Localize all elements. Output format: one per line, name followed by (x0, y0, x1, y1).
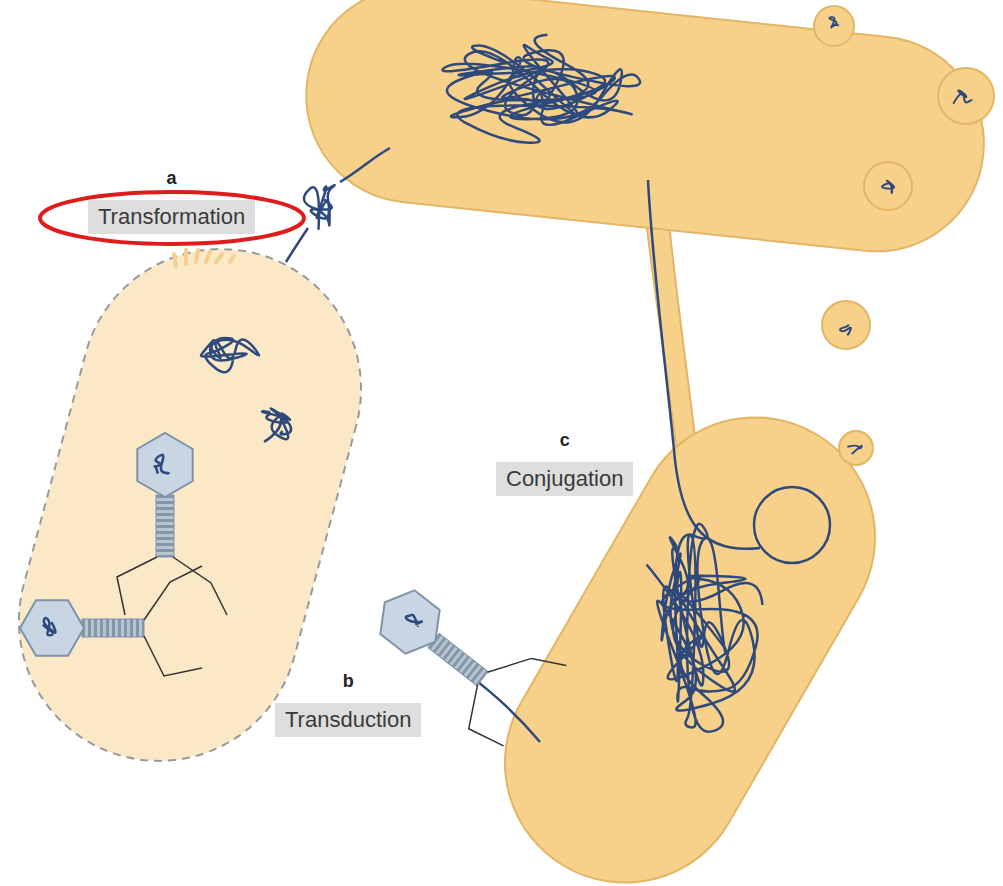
recipient-cell (461, 373, 919, 886)
mechanism-label: aTransformation (88, 168, 255, 234)
bacteriophage (117, 433, 227, 615)
dna-tangle (829, 17, 838, 27)
dna-tangle (647, 524, 763, 732)
mechanism-name: Conjugation (496, 462, 633, 496)
dna-tangle (201, 338, 259, 372)
vesicles (814, 6, 994, 465)
free-dna (286, 148, 390, 262)
dna-tangle (442, 35, 640, 143)
bacteriophage (20, 566, 202, 676)
panel-letter: c (560, 430, 570, 450)
dna-tangle (43, 618, 56, 635)
mechanism-name: Transduction (275, 703, 421, 737)
mechanism-label: cConjugation (496, 430, 633, 496)
transferred-dna (648, 180, 760, 549)
dna-tangle (262, 408, 291, 442)
dna-tangle (882, 181, 894, 193)
dna-tangle (847, 446, 861, 454)
mechanism-label: bTransduction (275, 671, 421, 737)
dna-tangle (304, 185, 335, 230)
dna-tangle (840, 325, 851, 335)
dna-tangle (155, 455, 169, 474)
dna-tangle (405, 611, 423, 627)
donor-cell (296, 0, 995, 262)
plasmid (754, 487, 830, 563)
mechanism-name: Transformation (88, 200, 255, 234)
highlight-ellipse (40, 192, 304, 244)
panel-letter: a (167, 168, 177, 188)
dna-tangle (953, 91, 972, 104)
panel-letter: b (343, 671, 354, 691)
